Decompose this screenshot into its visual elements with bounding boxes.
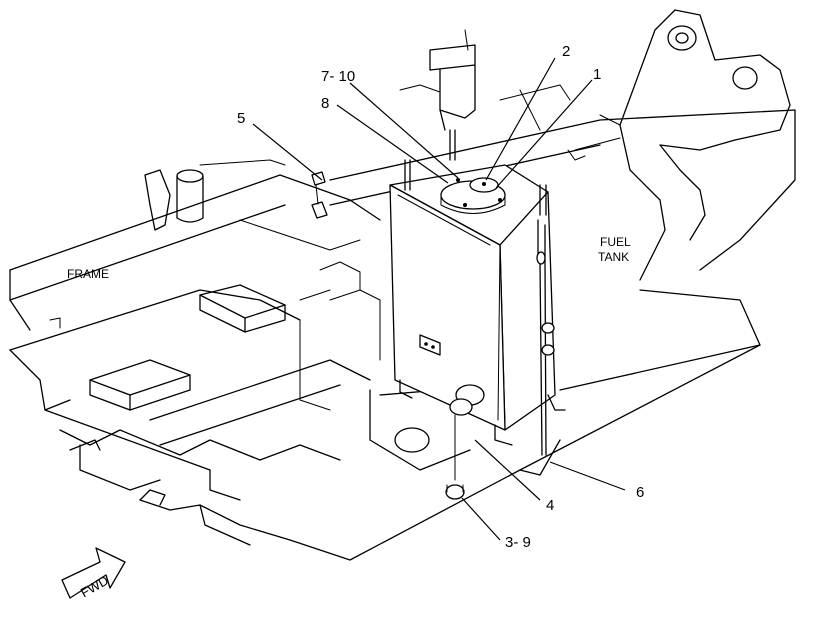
callout-6: 6 [636,484,644,501]
frame-structure [9,29,796,561]
fuel-tank-label-line1: FUEL [600,235,631,249]
leader-7-10 [349,82,459,179]
leader-3-9 [461,497,501,541]
callout-3-9: 3- 9 [505,534,531,551]
callouts: 1 2 3- 9 4 5 6 7- 10 8 [237,43,644,551]
fwd-arrow-icon: FWD [61,547,126,600]
fuel-tank-label-line2: TANK [598,250,629,264]
callout-8: 8 [321,95,329,112]
leader-4 [474,439,541,501]
callout-1: 1 [593,66,601,83]
leader-lines [252,57,626,541]
leader-2 [485,57,556,181]
callout-5: 5 [237,110,245,127]
callout-4: 4 [546,497,554,514]
boom-mount [567,9,791,281]
callout-7-10: 7- 10 [321,68,355,85]
leader-1 [495,79,593,189]
leader-8 [336,104,449,184]
leader-6 [549,461,626,491]
frame-label: FRAME [67,267,109,281]
leader-5 [252,123,323,181]
fuel-tank [311,129,566,500]
callout-2: 2 [562,43,570,60]
